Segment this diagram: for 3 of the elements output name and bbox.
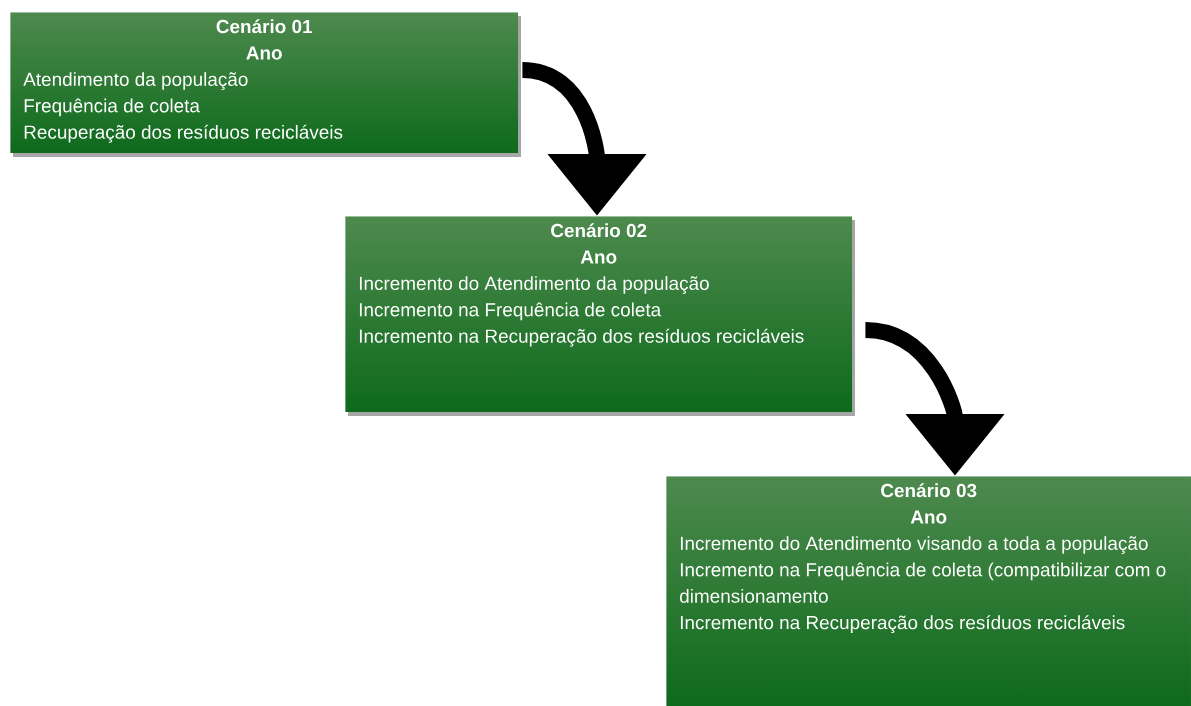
scenario-box: Cenário 02 Ano Incremento do Atendimento da população Incremento na Frequência de coleta Incremento na Recuperação dos resíduos recicláveis	[345, 216, 855, 416]
scenario-box: Cenário 03 Ano Incremento do Atendimento visando a toda a população Incremento na Frequência de coleta (compatibilizar com o dimensionamento Incremento na Recuperação dos resíduos recicláveis	[666, 476, 1191, 706]
scenario-box: Cenário 01 Ano Atendimento da população Frequência de coleta Recuperação dos resíduos recicláveis	[10, 12, 521, 157]
